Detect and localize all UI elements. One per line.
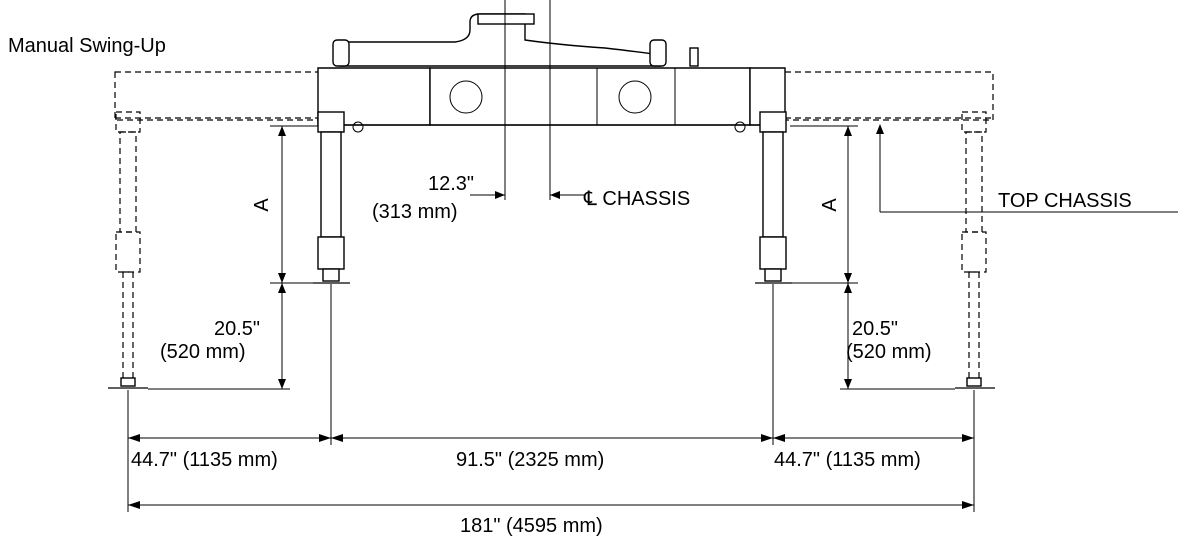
centerline-group — [470, 0, 585, 200]
jack-head — [759, 111, 787, 133]
cylinder-end-left — [332, 39, 350, 67]
stroke-right-inches: 20.5" — [852, 318, 898, 340]
pin — [352, 121, 364, 133]
dim-a-right-label: A — [819, 198, 841, 212]
center-chassis-body — [429, 67, 751, 126]
jack-tube — [320, 131, 342, 238]
span-dimensions — [127, 284, 975, 512]
jack-housing — [317, 236, 345, 270]
arrowhead — [844, 126, 852, 136]
right-extended-jack — [955, 111, 995, 389]
stroke-left-mm: (520 mm) — [160, 341, 246, 363]
span-right-label: 44.7" (1135 mm) — [774, 449, 921, 471]
arrowhead — [761, 434, 773, 442]
span-center-label: 91.5" (2325 mm) — [456, 449, 604, 471]
pin — [734, 121, 746, 133]
jack-head — [115, 111, 141, 133]
arrowhead — [278, 126, 286, 136]
jack-leg — [122, 271, 134, 381]
arrowhead — [495, 191, 505, 199]
dim-a-left-label: A — [251, 198, 273, 212]
jack-leg — [968, 271, 980, 381]
frame-opening — [449, 80, 483, 114]
arrowhead — [962, 434, 974, 442]
offset-inches: 12.3" — [428, 173, 474, 195]
jack-tube — [119, 131, 137, 233]
arrowhead — [278, 283, 286, 293]
stroke-right — [840, 283, 955, 390]
arrowhead — [773, 434, 785, 442]
jack-foot — [120, 377, 136, 387]
arrowhead — [278, 379, 286, 389]
cylinder-end-right — [649, 39, 667, 67]
jack-head — [317, 111, 345, 133]
diagram-title: Manual Swing-Up — [8, 35, 166, 57]
jack-foot — [322, 268, 340, 282]
top-chassis-leader — [876, 124, 1178, 213]
arrowhead — [550, 191, 560, 199]
left-extended-jack — [108, 111, 148, 389]
stroke-left-inches: 20.5" — [214, 318, 260, 340]
arrowhead — [844, 273, 852, 283]
span-left-label: 44.7" (1135 mm) — [131, 449, 278, 471]
jack-tube — [965, 131, 983, 233]
fitting — [689, 47, 699, 67]
arrowhead — [876, 124, 884, 134]
arrowhead — [962, 501, 974, 509]
dim-a-left — [270, 125, 318, 284]
right-retracted-jack — [755, 111, 792, 284]
left-outrigger-beam-dashed — [114, 71, 321, 121]
dim-a-right — [790, 125, 858, 284]
arrowhead — [844, 283, 852, 293]
jack-tube — [762, 131, 784, 238]
turret-housing — [339, 13, 661, 67]
arrowhead — [331, 434, 343, 442]
arrowhead — [128, 501, 140, 509]
jack-housing — [961, 231, 987, 273]
arrowhead — [844, 379, 852, 389]
chassis-frame — [114, 13, 994, 133]
left-retracted-jack — [313, 111, 350, 284]
centerline-label: ℄ CHASSIS — [583, 188, 690, 210]
jack-foot — [966, 377, 982, 387]
arrowhead — [278, 273, 286, 283]
arrowhead — [128, 434, 140, 442]
stroke-left — [148, 283, 290, 390]
top-chassis-label: TOP CHASSIS — [998, 190, 1132, 212]
span-total-label: 181" (4595 mm) — [460, 515, 603, 537]
frame-opening — [618, 80, 652, 114]
jack-foot — [764, 268, 782, 282]
jack-housing — [759, 236, 787, 270]
jack-housing — [115, 231, 141, 273]
offset-mm: (313 mm) — [372, 201, 458, 223]
jack-head — [961, 111, 987, 133]
right-outrigger-beam-dashed — [774, 71, 994, 121]
arrowhead — [319, 434, 331, 442]
stroke-right-mm: (520 mm) — [846, 341, 932, 363]
turret-cap — [477, 13, 535, 25]
